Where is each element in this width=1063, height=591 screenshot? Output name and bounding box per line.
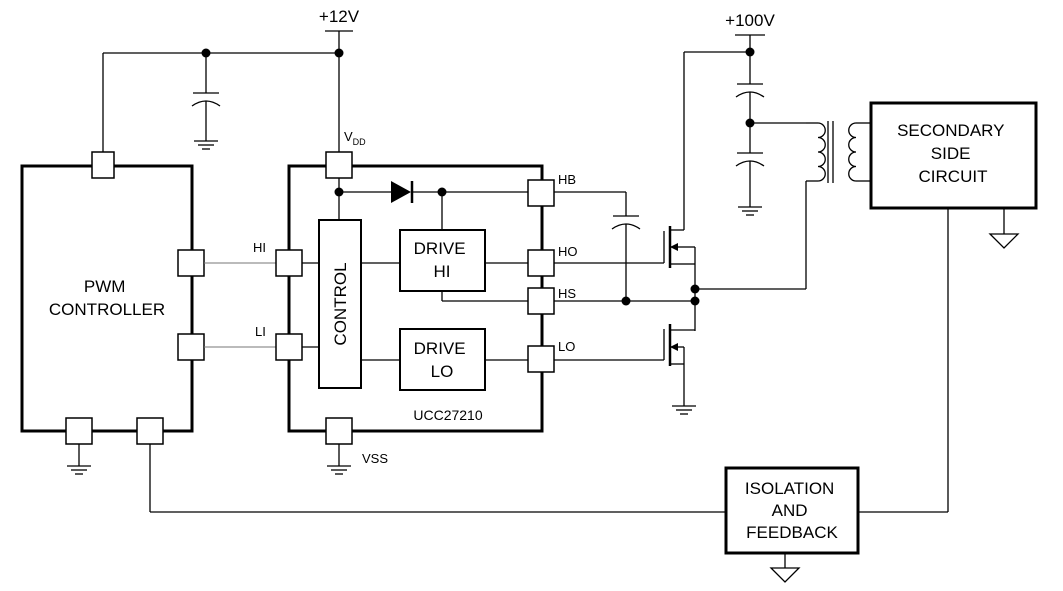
driver-pin-li (275, 333, 303, 361)
drive-lo-label-line-2: LO (431, 362, 454, 381)
pwm-pin-li (177, 333, 205, 361)
svg-text:PWM CONTROLLER: PWM CONTROLLER (49, 277, 165, 319)
ground-icon (769, 553, 801, 583)
ground-icon (988, 208, 1020, 249)
svg-text:DRIVE LO: DRIVE LO (414, 339, 471, 381)
secondary-label-line-1: SECONDARY (897, 121, 1004, 140)
pin-label-li: LI (255, 324, 266, 339)
lower-split-capacitor (735, 152, 765, 207)
control-logic-label: CONTROL (331, 262, 350, 345)
vdd-decoupling-capacitor (191, 53, 221, 141)
secondary-side-circuit-block (869, 101, 1038, 210)
ground-icon (194, 140, 218, 150)
isolation-label-line-2: AND (772, 501, 808, 520)
pwm-pin-vdd (91, 151, 115, 179)
svg-text:DRIVE HI: DRIVE HI (414, 239, 471, 281)
pwm-controller-label-line-1: PWM (84, 277, 126, 296)
bootstrap-diode-wiring (334, 178, 528, 230)
pwm-pin-fb (136, 417, 164, 445)
driver-pin-ho (527, 249, 555, 277)
driver-pin-hb (527, 179, 555, 207)
pin-label-hs: HS (558, 286, 576, 301)
high-side-mosfet-icon (663, 52, 696, 331)
feedback-wiring (149, 208, 949, 513)
pwm-controller-block (20, 164, 194, 433)
hv-supply-rail (684, 34, 765, 84)
driver-pin-vdd (325, 151, 353, 179)
control-logic-block (318, 219, 362, 389)
pwm-controller-label-line-2: CONTROLLER (49, 300, 165, 319)
driver-pin-hs (527, 287, 555, 315)
secondary-label-line-2: SIDE (931, 144, 971, 163)
driver-part-number: UCC27210 (413, 407, 482, 423)
drive-lo-label-line-1: DRIVE (414, 339, 466, 358)
drive-hi-label-line-2: HI (434, 262, 451, 281)
low-side-mosfet-icon (663, 324, 695, 406)
ground-icon (738, 206, 762, 216)
isolation-label-line-1: ISOLATION (745, 479, 834, 498)
pin-label-hi: HI (253, 240, 266, 255)
pin-label-ho: HO (558, 244, 578, 259)
ground-icon (672, 405, 696, 415)
vdd-supply-label: +12V (319, 7, 360, 26)
ground-icon (327, 444, 351, 475)
pin-label-vss: VSS (362, 451, 388, 466)
drive-hi-label-line-1: DRIVE (414, 239, 466, 258)
pwm-pin-hi (177, 249, 205, 277)
driver-internal-wiring (302, 262, 528, 361)
svg-text:SECONDARY SIDE CIRCUIT: SECONDARY SIDE CIRCUIT (897, 121, 1009, 186)
ground-icon (67, 444, 91, 475)
isolation-label-line-3: FEEDBACK (746, 523, 838, 542)
hv-supply-label: +100V (725, 11, 775, 30)
pwm-pin-gnd (65, 417, 93, 445)
isolation-feedback-block (724, 466, 860, 555)
driver-pin-hi (275, 249, 303, 277)
svg-text:ISOLATION AND FEEDBACK: ISOLATION AND FEEDBACK (745, 479, 839, 542)
drive-hi-block (399, 229, 486, 292)
secondary-label-line-3: CIRCUIT (919, 167, 988, 186)
pin-label-lo: LO (558, 339, 575, 354)
pin-label-hb: HB (558, 172, 576, 187)
transformer-icon (750, 121, 870, 289)
driver-pin-lo (527, 345, 555, 373)
switch-node-wiring (554, 262, 806, 361)
pin-label-vdd: VDD (344, 129, 366, 147)
driver-pin-vss (325, 417, 353, 445)
bootstrap-diode-icon (391, 181, 414, 203)
vdd-supply-rail (102, 30, 353, 152)
drive-lo-block (399, 328, 486, 391)
